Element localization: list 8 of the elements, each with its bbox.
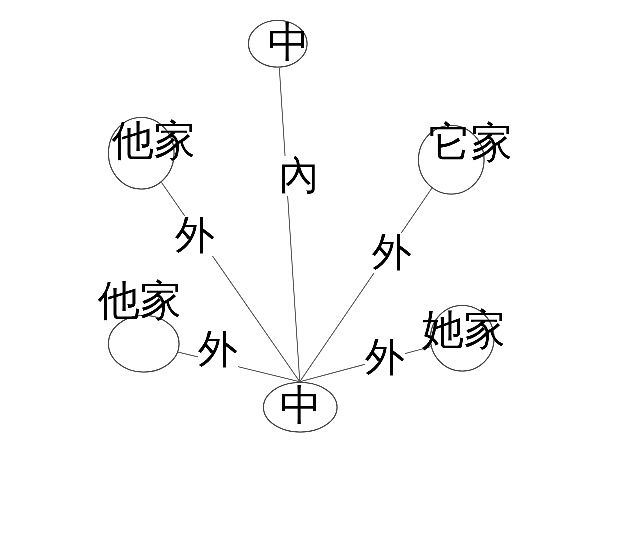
node-label: 中 [280,385,322,427]
edge-label: 外 [198,330,238,370]
ellipse-node [263,382,338,433]
edge-label: 外 [372,233,412,273]
edge-label: 外 [365,338,405,378]
edge-label: 外 [175,216,215,256]
node-label: 中 [268,22,310,64]
node-label: 他家 [98,280,182,322]
